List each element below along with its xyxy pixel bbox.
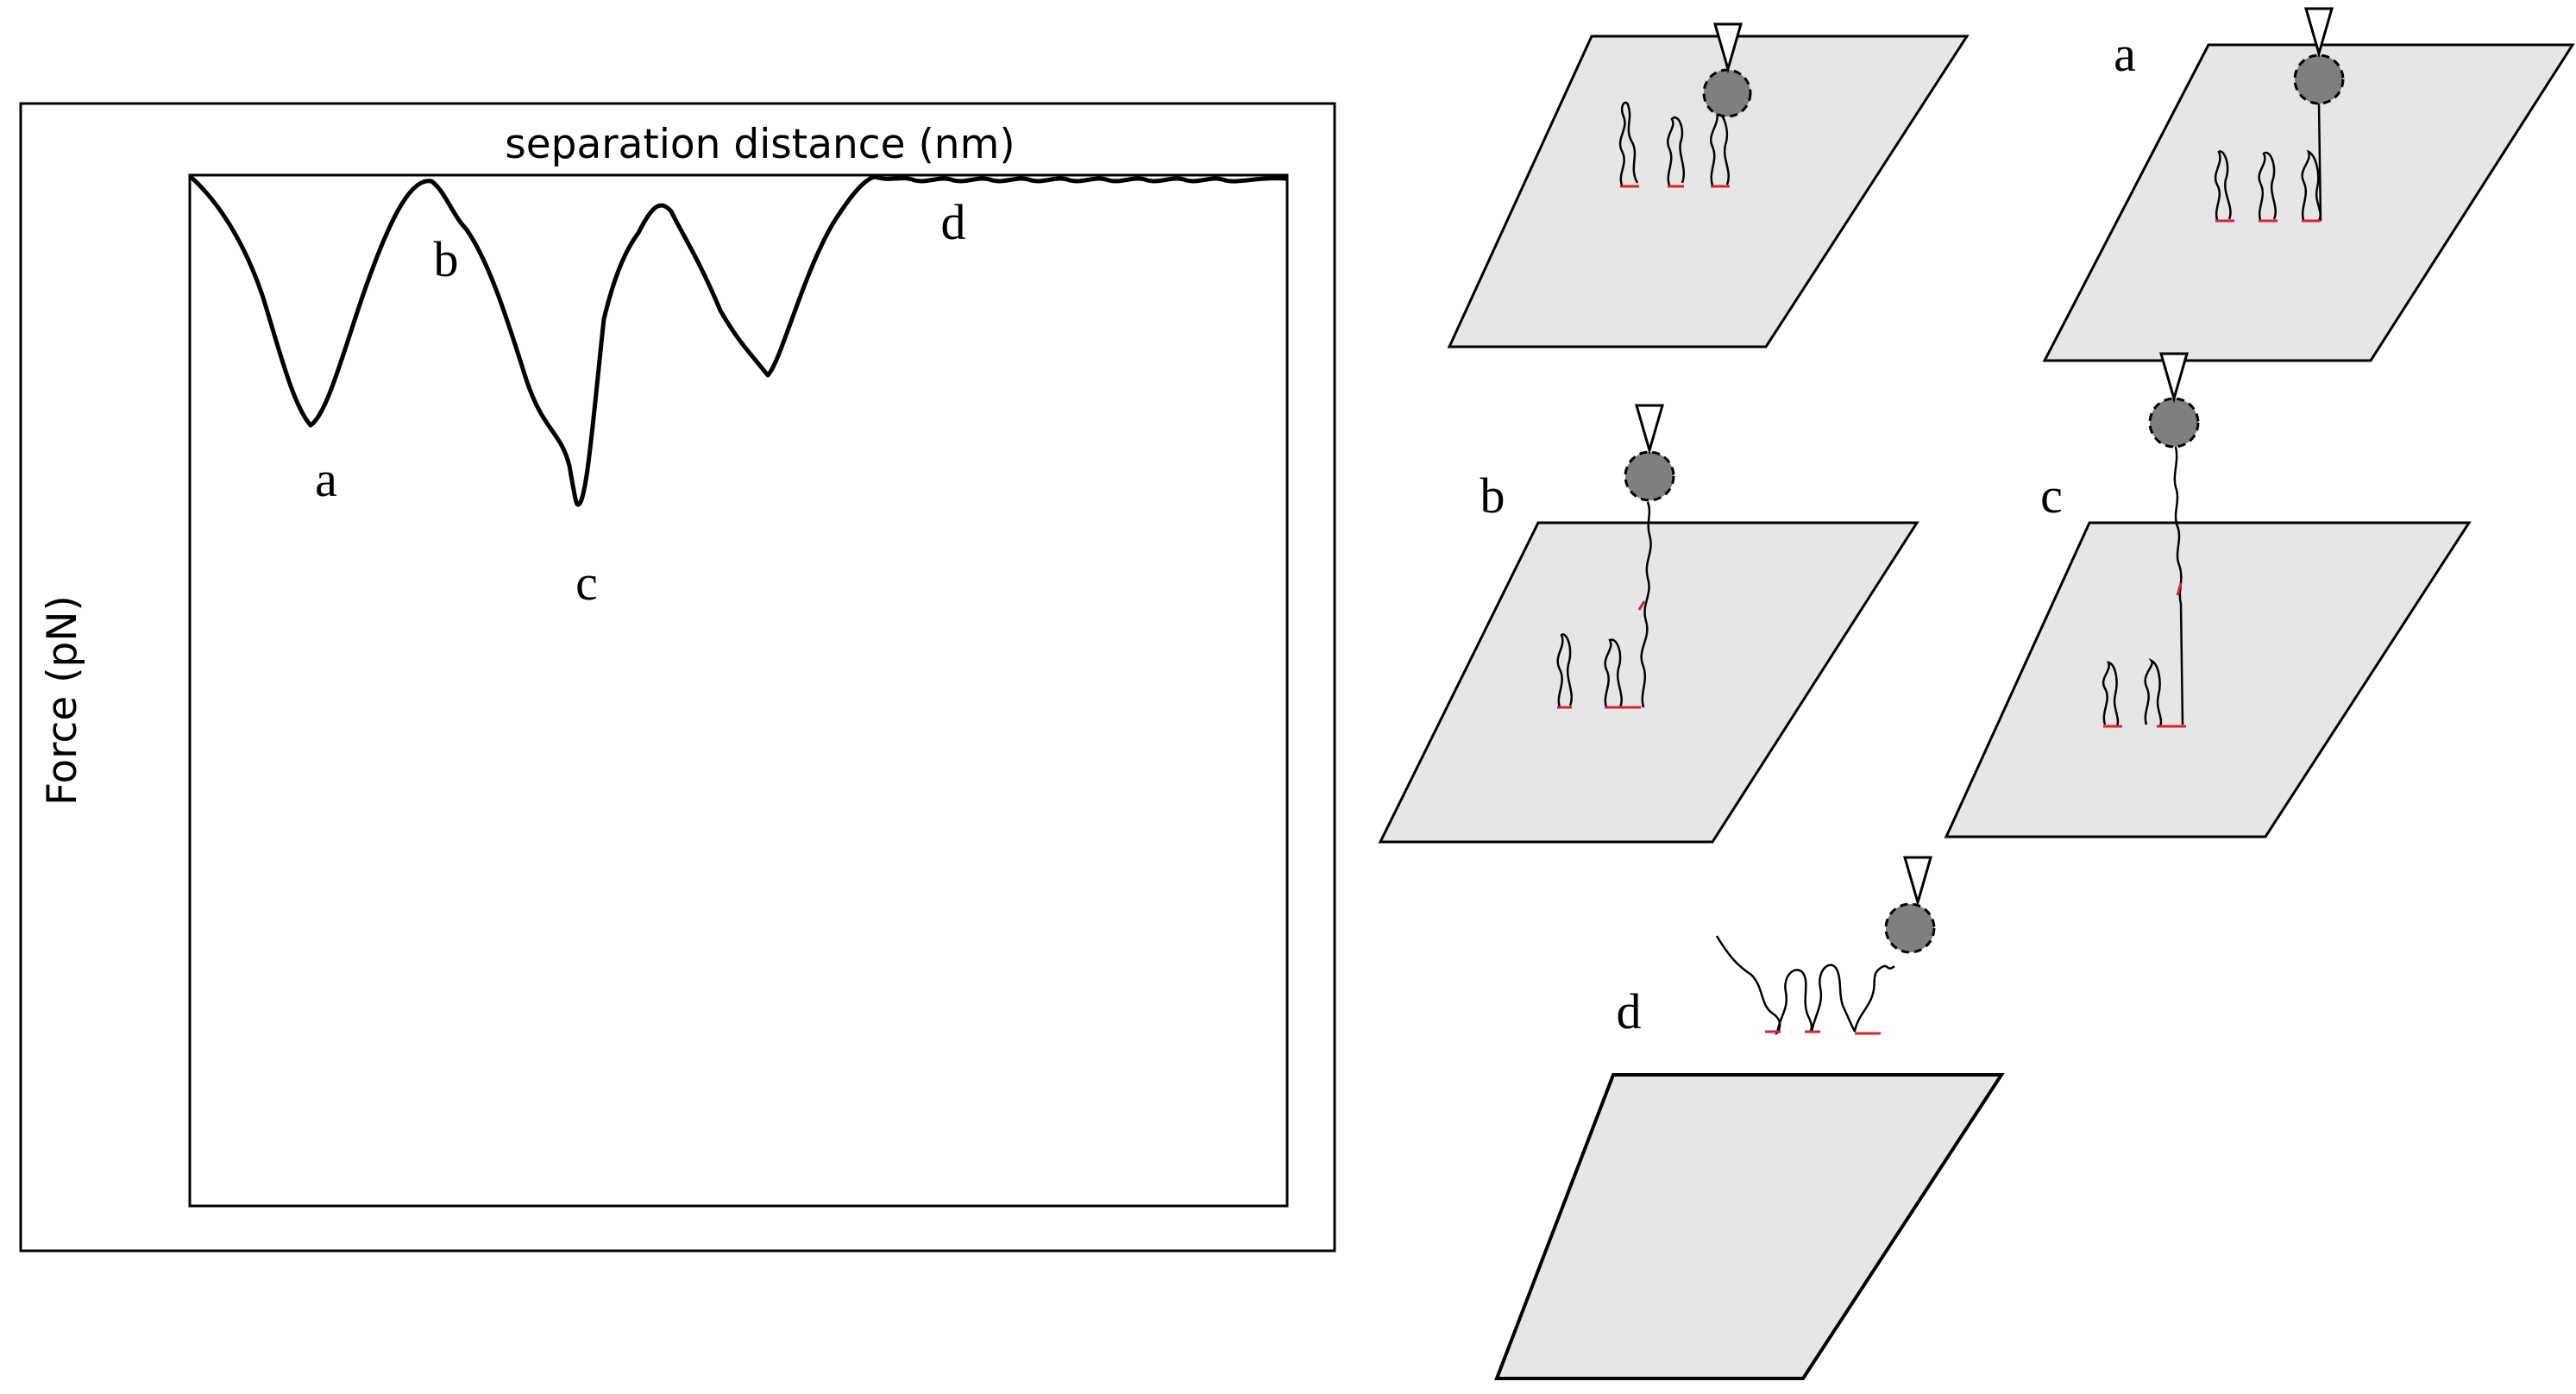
point-label-a: a (315, 451, 337, 507)
panel-label: c (2040, 468, 2063, 524)
y-axis-label: Force (pN) (39, 595, 86, 806)
panel-label: a (2114, 26, 2136, 82)
afm-tip-bead (1624, 450, 1675, 502)
force-curve (188, 174, 1288, 507)
x-axis-label: separation distance (nm) (505, 121, 1015, 168)
afm-cantilever-tip-icon (1903, 856, 1932, 907)
panel-initial (1447, 22, 1970, 348)
panel-label: d (1617, 983, 1642, 1039)
afm-cantilever-tip-icon (2304, 7, 2334, 59)
afm-tip-bead (1702, 68, 1752, 118)
afm-cantilever-tip-icon (1635, 404, 1664, 455)
surface (1378, 521, 1919, 844)
anchor-segments (2103, 582, 2186, 728)
panel-label: b (1480, 468, 1505, 524)
panel-b: b (1378, 404, 1919, 844)
point-label-d: d (941, 194, 966, 250)
surface (1494, 1073, 2005, 1380)
surface (1944, 521, 2472, 838)
afm-tip-bead (1884, 902, 1936, 954)
afm-cantilever-tip-icon (1713, 22, 1743, 74)
surface (2042, 43, 2575, 362)
polymer-chain (1715, 935, 1895, 1035)
panel-a: a (2042, 7, 2575, 362)
afm-cantilever-tip-icon (2159, 352, 2189, 404)
surface (1447, 35, 1970, 348)
afm-tip-bead (2293, 53, 2345, 105)
anchor-segments (1765, 1030, 1881, 1035)
plot-area (188, 173, 1289, 1208)
outer-frame (19, 102, 1336, 1253)
polymer-chain (2102, 446, 2184, 727)
force-curve-plot: separation distance (nm) Force (pN) a b … (19, 102, 1336, 1253)
afm-tip-bead (2148, 397, 2200, 449)
anchor-segments (1557, 600, 1646, 709)
panel-d: d (1494, 856, 2005, 1380)
panel-c: c (1944, 352, 2472, 838)
polymer-chain (2214, 103, 2322, 222)
polymer-chain (1556, 501, 1652, 708)
point-label-c: c (575, 555, 598, 611)
point-label-b: b (434, 231, 459, 287)
